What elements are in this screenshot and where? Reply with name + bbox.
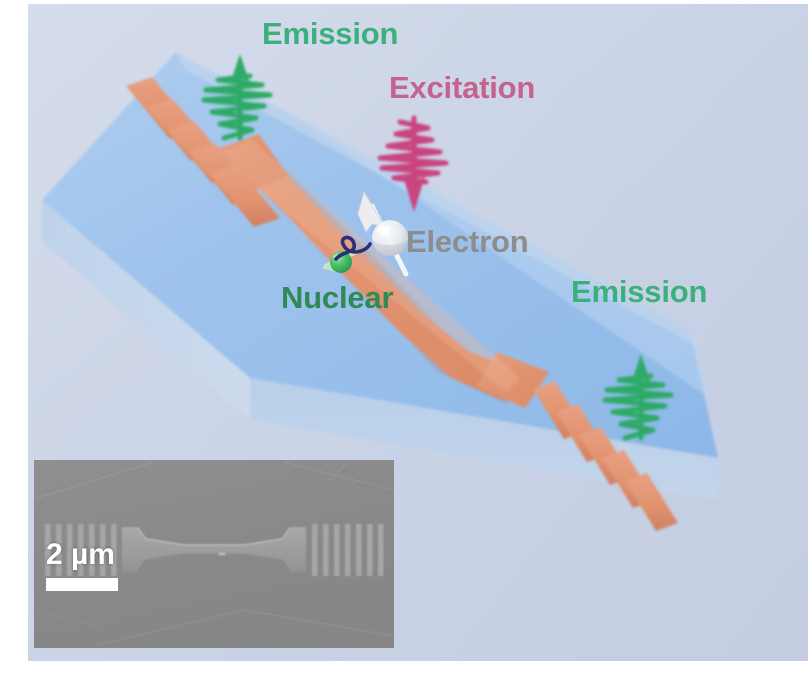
sem-grating-tooth (78, 524, 84, 576)
electron-spin-gloss (376, 225, 390, 235)
label-emission-left: Emission (262, 16, 399, 51)
label-excitation: Excitation (389, 70, 536, 105)
emission-wavepacket-right (602, 373, 674, 441)
sem-grating-tooth (89, 524, 95, 576)
emission-pulse-right (602, 354, 674, 441)
electron-spin-arrowhead (357, 190, 385, 233)
grating-coupler-left (126, 77, 280, 227)
sem-substrate-marks (34, 461, 394, 647)
label-electron: Electron (406, 224, 529, 259)
sem-grating-left (45, 524, 117, 576)
slab-far-edge (176, 52, 700, 348)
sem-grating-tooth (312, 524, 318, 576)
sem-grating-tooth (356, 524, 362, 576)
excitation-arrowhead (403, 176, 425, 212)
sem-nanobeam-rim-lower (137, 553, 291, 572)
nanobeam-group (205, 134, 549, 408)
sem-grating-tooth (334, 524, 340, 576)
sem-nanobeam-rim (137, 527, 291, 546)
slab-left-face (42, 200, 250, 420)
sem-image (34, 460, 394, 648)
scale-bar-label: 2 µm (46, 538, 115, 571)
sem-grating-tooth (111, 524, 117, 576)
grating-bar (625, 473, 678, 531)
scale-bar (46, 578, 118, 591)
grating-coupler-right (533, 381, 678, 531)
grating-bar (210, 165, 280, 227)
label-emission-right: Emission (571, 274, 708, 309)
sem-micrograph: 2 µm (34, 460, 394, 648)
electron-spin-shading (372, 238, 408, 256)
emission-wavepacket-left (201, 73, 273, 141)
label-nuclear: Nuclear (281, 280, 394, 315)
excitation-wavepacket (377, 119, 449, 185)
electron-spin (357, 190, 409, 277)
nanobeam-highlight (214, 140, 520, 392)
sem-grating-tooth (56, 524, 62, 576)
excitation-pulse (377, 115, 449, 212)
sem-grating-tooth (367, 524, 373, 576)
sem-grating-tooth (45, 524, 51, 576)
sem-grating-tooth (323, 524, 329, 576)
sem-grating-tooth (345, 524, 351, 576)
sem-grating-right (312, 524, 384, 576)
nuclear-spin-sphere (330, 251, 352, 273)
sem-grating-tooth (378, 524, 384, 576)
sem-device (122, 527, 306, 572)
sem-grating-tooth (100, 524, 106, 576)
sem-grating-tooth (67, 524, 73, 576)
coupling-loop-path (334, 235, 372, 261)
sem-defect (218, 552, 226, 556)
emission-pulse-left (201, 54, 273, 141)
hyperfine-coupling-loop (334, 235, 372, 261)
sem-nanobeam (122, 527, 306, 572)
